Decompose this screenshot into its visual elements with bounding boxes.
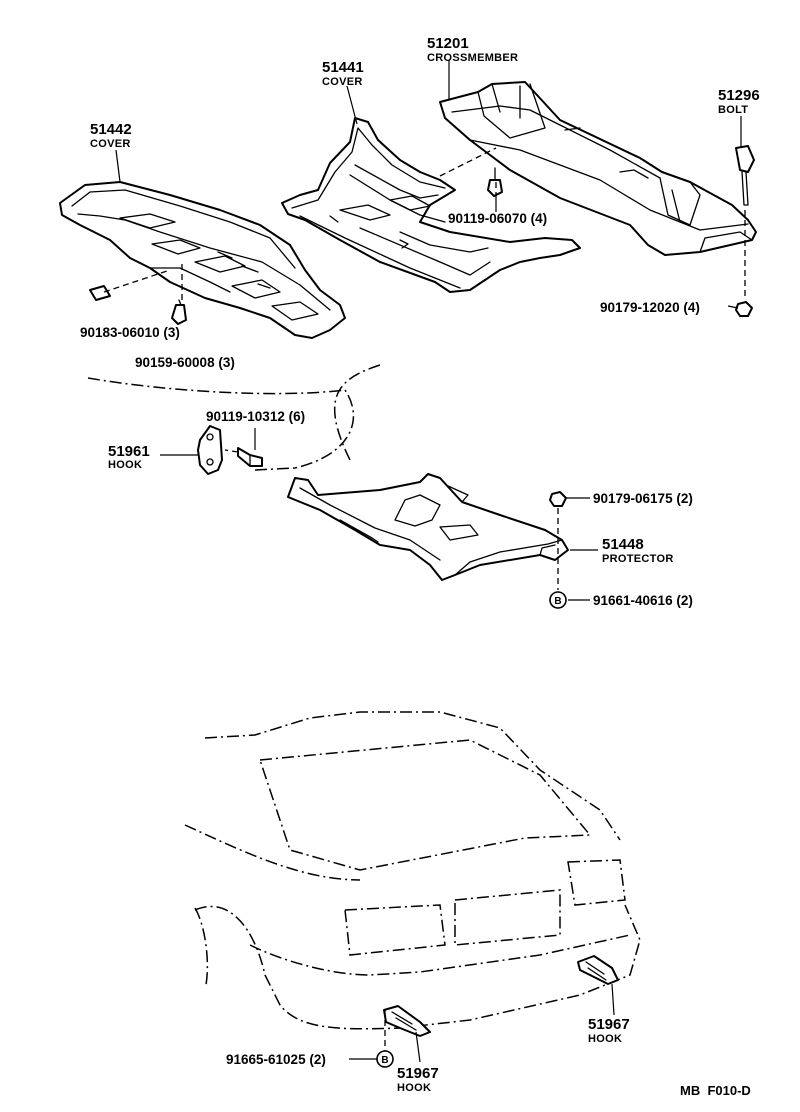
label-51441-name: COVER <box>322 76 363 88</box>
rear-hook-left-drawing <box>383 1005 431 1037</box>
label-51296-name: BOLT <box>718 104 748 116</box>
label-51442-number: 51442 <box>90 121 132 138</box>
label-51967-right-name: HOOK <box>588 1033 622 1045</box>
label-51448-name: PROTECTOR <box>602 553 674 565</box>
label-51961-name: HOOK <box>108 459 142 471</box>
rear-hook-right-drawing <box>577 955 619 985</box>
label-51967-right-number: 51967 <box>588 1016 630 1033</box>
clip-90183-drawing <box>89 285 111 301</box>
label-51967-left-number: 51967 <box>397 1065 439 1082</box>
label-90183-06010: 90183-06010 (3) <box>80 325 180 340</box>
nut-90179-06175-drawing <box>549 491 567 507</box>
front-body-outline <box>87 364 381 471</box>
front-hook-drawing <box>197 425 223 475</box>
label-51441-number: 51441 <box>322 59 364 76</box>
crossmember-drawing <box>439 81 757 256</box>
label-51201-name: CROSSMEMBER <box>427 52 518 64</box>
bolt-51296-drawing <box>735 145 755 206</box>
fastener-guide-lines <box>103 147 746 590</box>
label-91665-61025: 91665-61025 (2) <box>226 1052 326 1067</box>
cover-51442-drawing <box>59 181 346 339</box>
hook-bolt-drawing <box>237 447 263 467</box>
label-90119-06070: 90119-06070 (4) <box>448 211 547 226</box>
marker-b-protector-text: B <box>554 596 561 607</box>
leader-lines <box>115 60 742 1063</box>
label-90119-10312: 90119-10312 (6) <box>206 409 305 424</box>
nut-90179-12020-drawing <box>735 301 753 317</box>
protector-drawing <box>287 473 569 581</box>
label-51967-left-name: HOOK <box>397 1082 431 1094</box>
label-51201-number: 51201 <box>427 35 469 52</box>
label-51296-number: 51296 <box>718 87 760 104</box>
marker-b-rear <box>376 1050 394 1068</box>
car-rear-phantom <box>184 711 641 1030</box>
label-51442-name: COVER <box>90 138 131 150</box>
label-51961-number: 51961 <box>108 443 150 460</box>
label-90179-12020: 90179-12020 (4) <box>600 300 700 315</box>
bolt-90159-drawing <box>171 299 187 325</box>
label-51448-number: 51448 <box>602 536 644 553</box>
label-91661-40616: 91661-40616 (2) <box>593 593 693 608</box>
bolt-90119-06070-drawing <box>487 167 503 197</box>
footer-code: MB F010-D <box>680 1083 751 1098</box>
marker-b-rear-text: B <box>381 1055 388 1066</box>
label-90179-06175: 90179-06175 (2) <box>593 491 693 506</box>
label-90159-60008: 90159-60008 (3) <box>135 355 235 370</box>
marker-b-protector <box>549 591 567 609</box>
